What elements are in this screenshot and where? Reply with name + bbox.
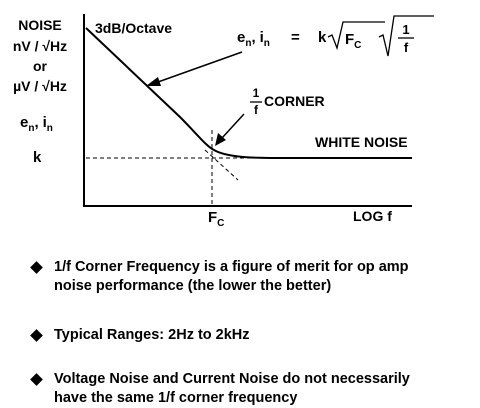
svg-text:f: f (404, 40, 409, 55)
x-axis-label: LOG f (353, 208, 392, 224)
k-label: k (33, 149, 42, 166)
y-axis-label-line-3: or (33, 58, 48, 74)
bullet-item: Voltage Noise and Current Noise do not n… (28, 370, 478, 408)
svg-text:CORNER: CORNER (264, 93, 325, 109)
y-axis-label-line-2: nV / √Hz (13, 38, 67, 54)
slope-label: 3dB/Octave (95, 20, 172, 36)
svg-text:f: f (254, 103, 259, 117)
bullet-line: Typical Ranges: 2Hz to 2kHz (54, 327, 250, 343)
y-variable-label: en,in (20, 114, 53, 134)
svg-text:1: 1 (253, 86, 260, 100)
noise-curve (85, 27, 412, 159)
bullet-item: 1/f Corner Frequency is a figure of meri… (28, 258, 478, 296)
white-noise-label: WHITE NOISE (315, 134, 408, 150)
diamond-bullet-icon (30, 329, 43, 342)
corner-label: 1 f CORNER (250, 86, 325, 117)
diamond-bullet-icon (30, 373, 43, 386)
bullet-line: Voltage Noise and Current Noise do not n… (54, 371, 410, 387)
svg-text:en,in: en,in (237, 29, 270, 49)
bullet-item: Typical Ranges: 2Hz to 2kHz (28, 326, 478, 345)
fc-label: FC (208, 209, 224, 229)
corner-arrowhead (215, 133, 226, 146)
formula-arrow (157, 51, 243, 83)
svg-text:1: 1 (402, 22, 409, 37)
bullet-line: 1/f Corner Frequency is a figure of meri… (54, 259, 409, 275)
svg-text:=: = (291, 29, 300, 46)
bullet-line: noise performance (the lower the better) (54, 278, 332, 294)
noise-formula: en,in = k FC 1 f (237, 15, 434, 57)
diamond-bullet-icon (30, 261, 43, 274)
one-over-f-asymptote (204, 149, 239, 181)
y-axis-label-line-1: NOISE (18, 17, 62, 33)
formula-arrowhead (146, 77, 161, 86)
corner-arrow (221, 113, 245, 139)
bullet-line: have the same 1/f corner frequency (54, 390, 298, 406)
svg-text:FC: FC (345, 31, 361, 51)
y-axis-label-line-4: µV / √Hz (13, 78, 67, 94)
svg-text:k: k (318, 29, 327, 46)
